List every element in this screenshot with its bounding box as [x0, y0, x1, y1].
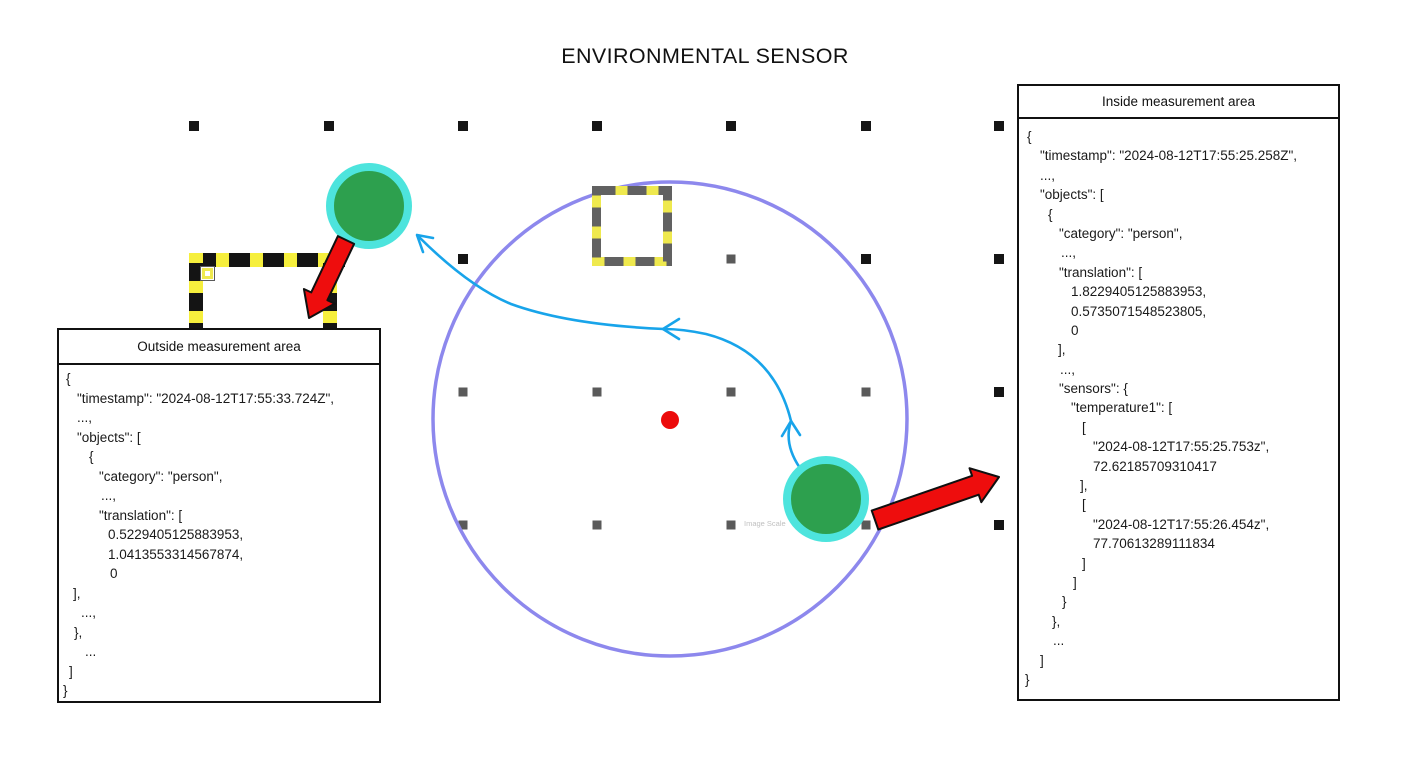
grid-dot: [994, 121, 1004, 131]
json-line: },: [1052, 613, 1061, 629]
json-line: }: [1025, 671, 1030, 687]
trajectory-path: [416, 234, 802, 470]
json-line: ]: [1073, 574, 1077, 590]
json-line: {: [1048, 206, 1053, 222]
json-line: "2024-08-12T17:55:26.454z",: [1093, 516, 1270, 532]
trajectory-arrowhead-end-icon: [415, 233, 435, 254]
grid-dot: [592, 520, 602, 530]
trajectory-arrowhead-left-icon: [661, 317, 681, 341]
json-line: [: [1082, 497, 1086, 513]
outside-area-panel: Outside measurement area { "timestamp": "…: [57, 328, 381, 703]
trajectory-arrow: [415, 233, 802, 470]
grid-dot: [592, 121, 602, 131]
inside-panel-json: { "timestamp": "2024-08-12T17:55:25.258Z"…: [1019, 119, 1338, 689]
json-line: "category": "person",: [99, 468, 223, 484]
json-line: 77.70613289111834: [1093, 536, 1215, 552]
grid-dot: [861, 387, 871, 397]
json-line: ...,: [77, 410, 93, 425]
grid-dot: [324, 121, 334, 131]
sensor-dot: [661, 411, 679, 429]
json-line: }: [1062, 594, 1067, 610]
grid-dot: [458, 121, 468, 131]
json-line: "timestamp": "2024-08-12T17:55:25.258Z",: [1040, 148, 1298, 164]
json-line: ...,: [1040, 167, 1056, 183]
json-line: "translation": [: [1059, 264, 1143, 280]
json-line: ]: [1040, 652, 1044, 668]
json-line: "translation": [: [99, 507, 183, 523]
diagram-title: ENVIRONMENTAL SENSOR: [561, 44, 849, 68]
grid-dot: [861, 121, 871, 131]
json-line: 72.62185709310417: [1093, 458, 1217, 474]
json-line: ...,: [1061, 245, 1077, 261]
grid-dot: [861, 520, 871, 530]
json-line: 0: [1071, 322, 1079, 338]
grid-dot: [726, 387, 736, 397]
json-line: 1.0413553314567874,: [108, 546, 244, 562]
person-marker-inside: [783, 456, 869, 542]
grid-dot: [726, 121, 736, 131]
json-line: "sensors": {: [1059, 381, 1128, 397]
json-line: ...,: [1060, 361, 1076, 377]
measurement-area-circle: [431, 180, 909, 658]
grid-dot: [592, 387, 602, 397]
json-line: "objects": [: [1040, 187, 1104, 203]
json-line: ...: [85, 644, 97, 659]
json-line: 1.8229405125883953,: [1071, 284, 1207, 300]
json-line: ],: [1080, 478, 1088, 494]
grid-dot: [994, 520, 1004, 530]
trajectory-arrowhead-up-icon: [780, 419, 802, 438]
inside-area-panel: Inside measurement area { "timestamp": "2…: [1017, 84, 1340, 701]
grid-dot: [726, 254, 736, 264]
grid-dot: [861, 254, 871, 264]
image-watermark: Image Scale: [744, 519, 786, 528]
json-line: ],: [1058, 342, 1066, 358]
json-line: ]: [69, 663, 73, 679]
json-line: ],: [73, 585, 81, 601]
json-line: {: [66, 371, 71, 386]
json-line: ]: [1082, 555, 1086, 571]
inside-panel-title: Inside measurement area: [1019, 86, 1338, 119]
json-line: ...,: [81, 605, 97, 620]
grid-dot: [994, 387, 1004, 397]
outside-panel-json: { "timestamp": "2024-08-12T17:55:33.724Z"…: [59, 365, 379, 701]
json-line: },: [74, 624, 83, 640]
red-arrow-to-inside-panel-icon: [870, 467, 1000, 531]
person-marker-outside: [326, 163, 412, 249]
json-line: "objects": [: [77, 429, 141, 445]
hazard-square: [592, 186, 672, 266]
grid-dot: [726, 520, 736, 530]
json-line: [: [1082, 419, 1086, 435]
json-line: {: [89, 449, 94, 464]
json-line: ...: [1053, 633, 1065, 649]
grid-dot: [994, 254, 1004, 264]
grid-dot: [458, 254, 468, 264]
json-line: "2024-08-12T17:55:25.753z",: [1093, 439, 1270, 455]
outside-panel-title: Outside measurement area: [59, 330, 379, 365]
json-line: {: [1027, 129, 1032, 144]
json-line: ...,: [101, 488, 117, 503]
json-line: 0.5229405125883953,: [108, 527, 244, 542]
json-line: }: [63, 683, 68, 698]
json-line: 0: [110, 566, 118, 581]
json-line: "category": "person",: [1059, 225, 1183, 241]
red-arrow-to-outside-panel-icon: [302, 235, 356, 319]
grid-dot: [189, 121, 199, 131]
grid-dot: [458, 387, 468, 397]
json-line: "timestamp": "2024-08-12T17:55:33.724Z",: [77, 390, 335, 406]
json-line: "temperature1": [: [1071, 400, 1173, 416]
json-line: 0.5735071548523805,: [1071, 303, 1207, 319]
grid-dot: [458, 520, 468, 530]
